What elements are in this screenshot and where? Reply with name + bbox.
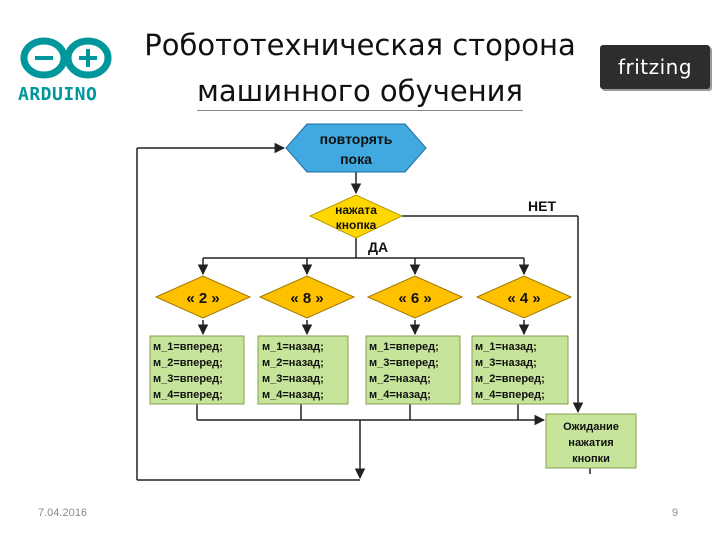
case-node-4: « 4 » bbox=[475, 275, 573, 319]
action-3-line-1: м_1=вперед; bbox=[369, 341, 439, 353]
page-number: 9 bbox=[672, 507, 679, 519]
action-2-line-1: м_1=назад; bbox=[262, 341, 324, 353]
yes-label: ДА bbox=[368, 239, 388, 255]
wait-text-2: нажатия bbox=[568, 437, 613, 449]
action-1-line-4: м_4=вперед; bbox=[153, 389, 223, 401]
fritzing-logo-text: fritzing bbox=[617, 55, 693, 79]
action-3-line-2: м_3=вперед; bbox=[369, 357, 439, 369]
action-2-line-3: м_3=назад; bbox=[262, 373, 324, 385]
action-1-line-2: м_2=вперед; bbox=[153, 357, 223, 369]
action-box-2: м_1=назад; м_2=назад; м_3=назад; м_4=наз… bbox=[257, 335, 349, 405]
arduino-logo-text: ARDUINO bbox=[18, 84, 98, 105]
wait-text-3: кнопки bbox=[572, 453, 610, 465]
case-node-2: « 8 » bbox=[258, 275, 356, 319]
action-box-3: м_1=вперед; м_3=вперед; м_2=назад; м_4=н… bbox=[365, 335, 461, 405]
condition-text-1: нажата bbox=[335, 203, 377, 217]
action-4-line-3: м_2=вперед; bbox=[475, 373, 545, 385]
action-4-line-1: м_1=назад; bbox=[475, 341, 537, 353]
wait-box: Ожидание нажатия кнопки bbox=[545, 413, 637, 469]
case-label-3: « 6 » bbox=[398, 290, 431, 307]
action-3-line-3: м_2=назад; bbox=[369, 373, 431, 385]
connectors bbox=[136, 142, 591, 481]
wait-text-1: Ожидание bbox=[563, 421, 619, 433]
case-node-3: « 6 » bbox=[366, 275, 464, 319]
arduino-infinity-icon bbox=[20, 37, 112, 79]
loop-node: повторять пока bbox=[285, 123, 427, 173]
action-box-4: м_1=назад; м_3=назад; м_2=вперед; м_4=вп… bbox=[471, 335, 569, 405]
page-title-line-2-text: машинного обучения bbox=[197, 74, 523, 111]
action-4-line-2: м_3=назад; bbox=[475, 357, 537, 369]
no-label: НЕТ bbox=[528, 198, 556, 214]
page-title-line-2: машинного обучения bbox=[120, 74, 600, 111]
condition-node: нажата кнопка bbox=[308, 194, 404, 239]
action-2-line-2: м_2=назад; bbox=[262, 357, 324, 369]
footer-date: 7.04.2016 bbox=[38, 507, 87, 519]
case-label-4: « 4 » bbox=[507, 290, 540, 307]
case-label-1: « 2 » bbox=[186, 290, 219, 307]
case-label-2: « 8 » bbox=[290, 290, 323, 307]
action-1-line-1: м_1=вперед; bbox=[153, 341, 223, 353]
action-4-line-4: м_4=вперед; bbox=[475, 389, 545, 401]
action-3-line-4: м_4=назад; bbox=[369, 389, 431, 401]
arduino-logo: ARDUINO bbox=[14, 34, 124, 110]
condition-text-2: кнопка bbox=[336, 218, 377, 232]
action-box-1: м_1=вперед; м_2=вперед; м_3=вперед; м_4=… bbox=[149, 335, 245, 405]
page-title-line-1: Робототехническая сторона bbox=[144, 28, 576, 62]
loop-text-1: повторять bbox=[320, 131, 393, 147]
action-1-line-3: м_3=вперед; bbox=[153, 373, 223, 385]
case-node-1: « 2 » bbox=[154, 275, 252, 319]
loop-text-2: пока bbox=[340, 151, 372, 167]
action-2-line-4: м_4=назад; bbox=[262, 389, 324, 401]
fritzing-logo: fritzing bbox=[600, 45, 710, 89]
